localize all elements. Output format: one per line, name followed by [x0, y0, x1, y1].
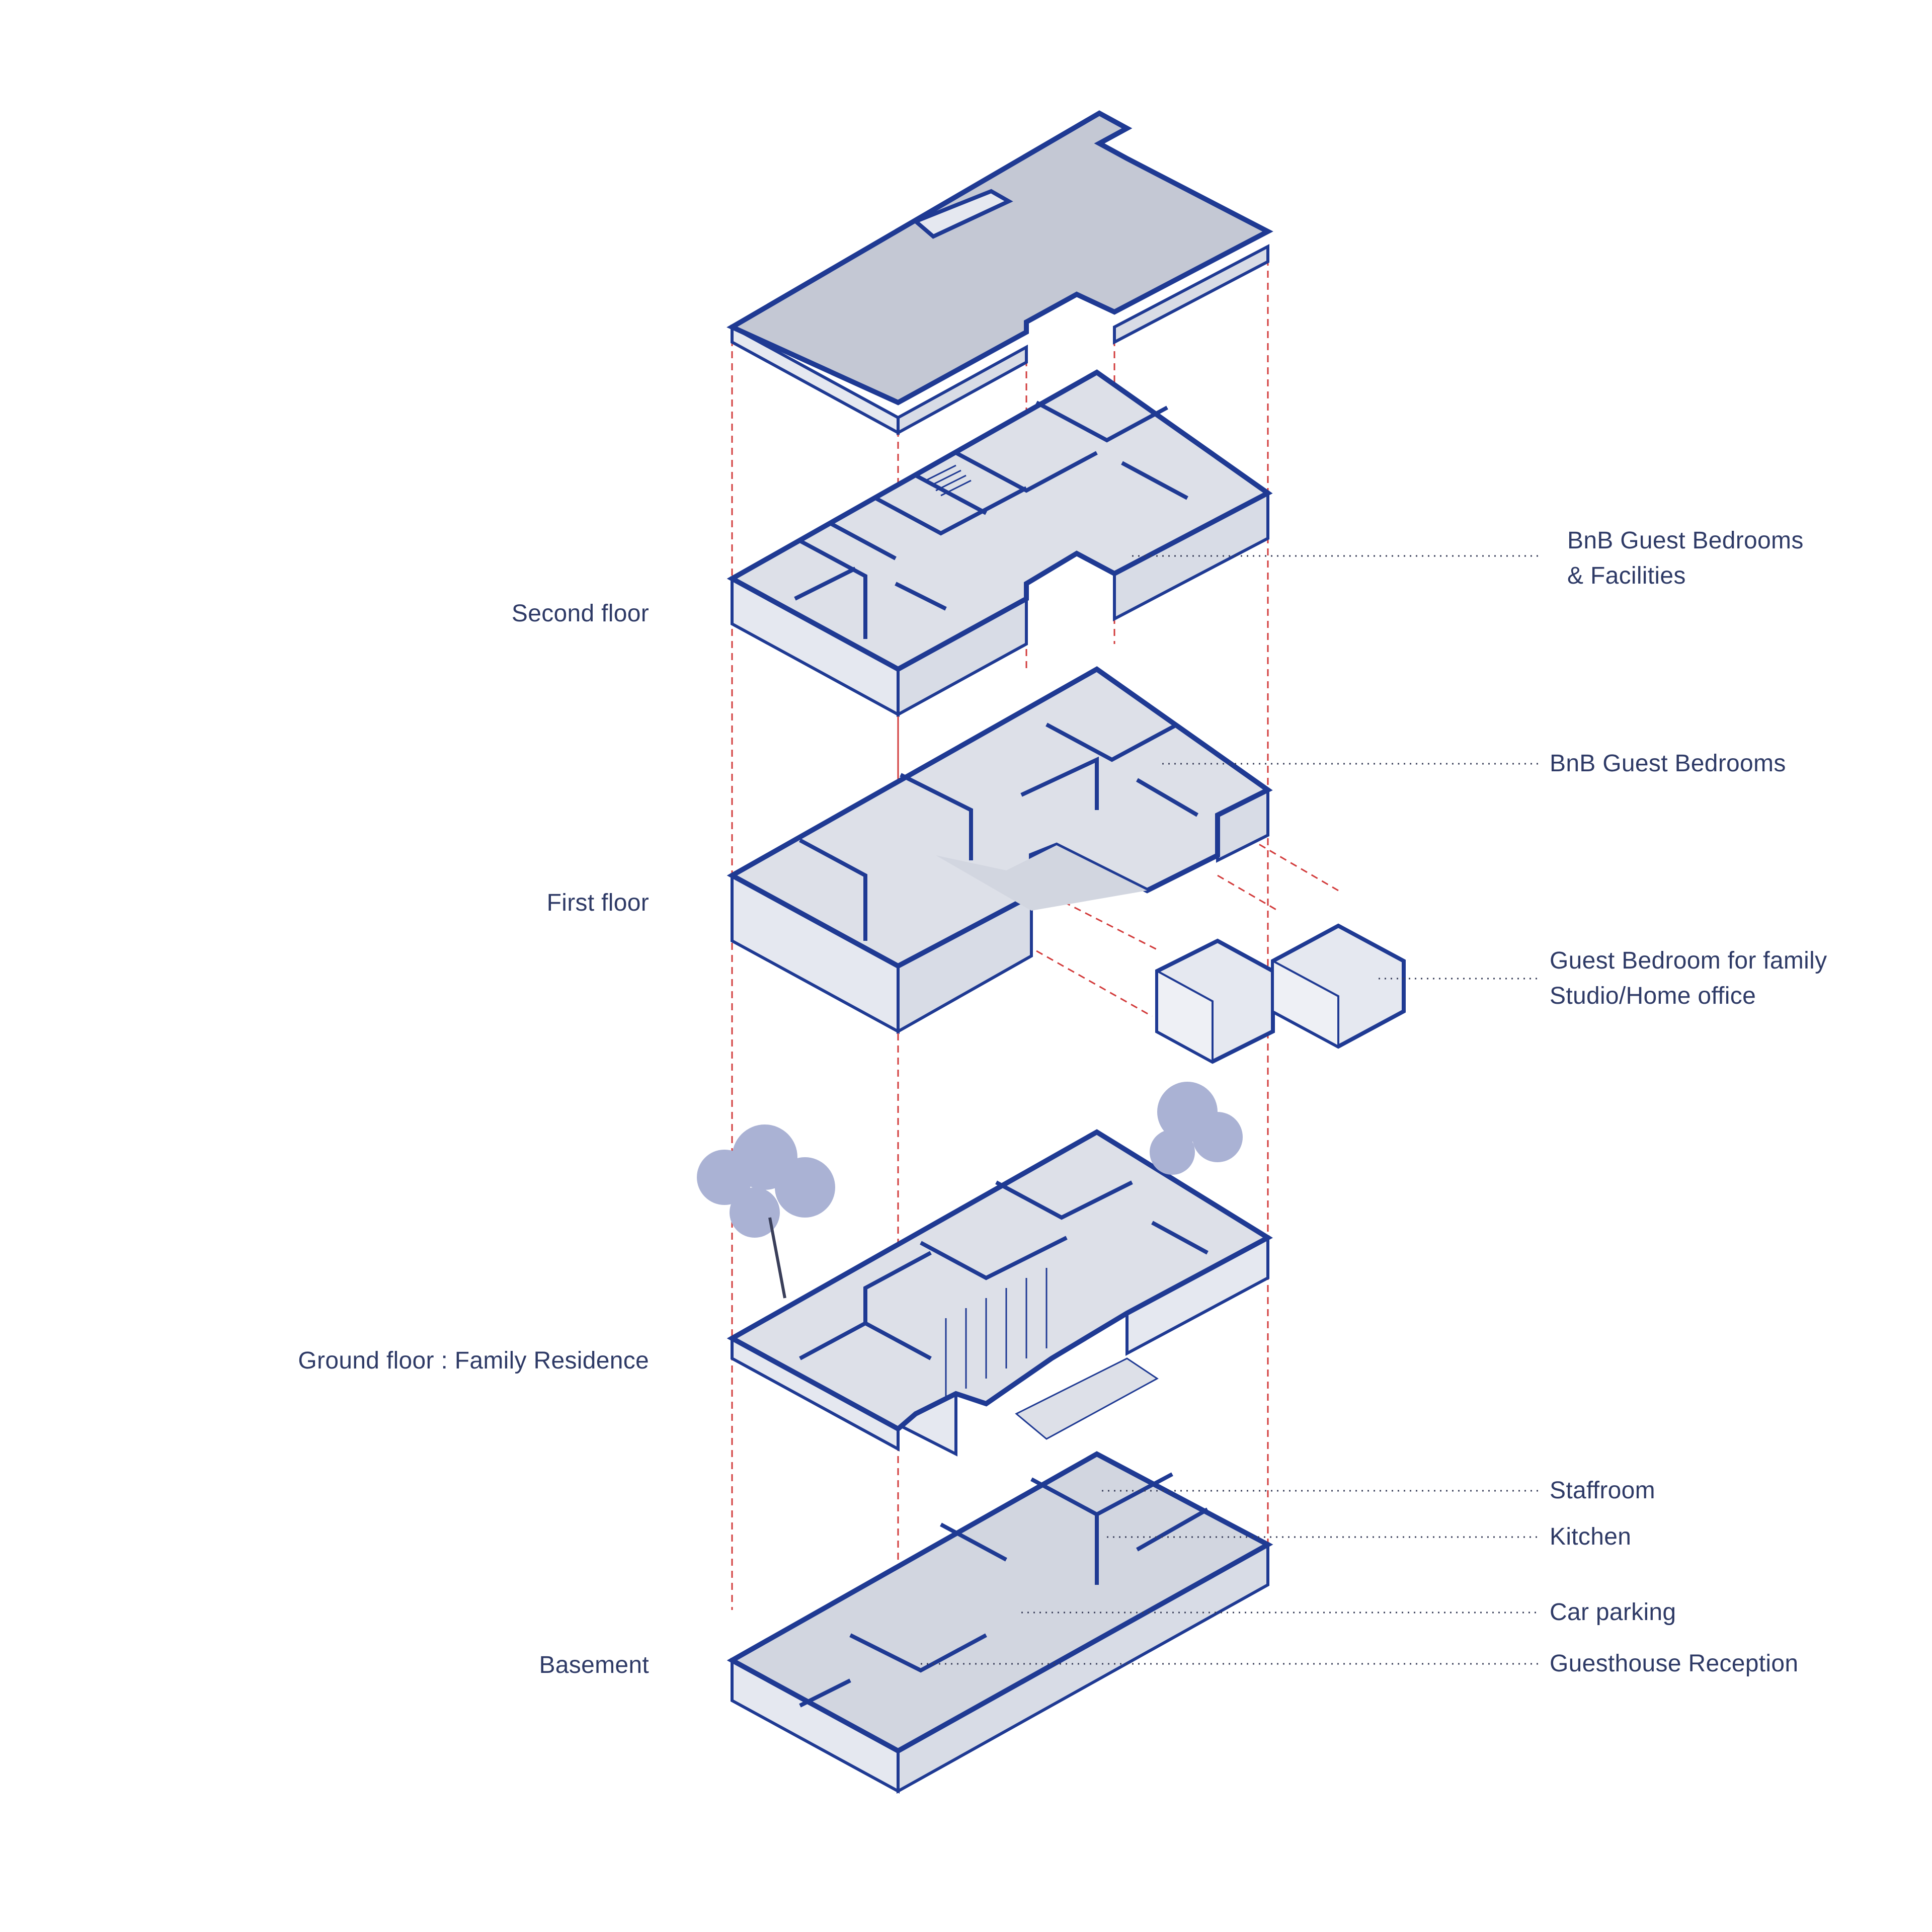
label-staffroom: Staffroom — [1550, 1477, 1655, 1504]
label-guest-bedroom-studio: Guest Bedroom for family Studio/Home off… — [1550, 943, 1827, 1014]
tree-right — [1150, 1082, 1243, 1175]
label-bnb-guest-bedrooms: BnB Guest Bedrooms — [1550, 750, 1786, 777]
label-second-floor: Second floor — [511, 600, 649, 627]
label-first-floor: First floor — [546, 890, 649, 916]
second-floor-plate — [727, 369, 1273, 717]
basement-plate — [727, 1451, 1273, 1794]
leader-lines — [921, 555, 1540, 1665]
label-car-parking: Car parking — [1550, 1599, 1676, 1626]
label-ground-floor: Ground floor : Family Residence — [298, 1347, 649, 1374]
label-basement: Basement — [539, 1652, 649, 1678]
label-guesthouse-reception: Guesthouse Reception — [1550, 1650, 1799, 1677]
ground-floor-plate — [727, 1129, 1273, 1457]
label-line: & Facilities — [1567, 562, 1686, 589]
first-floor-plate — [727, 666, 1273, 1034]
label-line: BnB Guest Bedrooms — [1567, 527, 1804, 554]
roof-plate — [727, 110, 1273, 436]
label-kitchen: Kitchen — [1550, 1523, 1632, 1550]
label-line: Studio/Home office — [1550, 983, 1756, 1009]
annex-block — [1155, 923, 1406, 1064]
label-bnb-guest-bedrooms-facilities: BnB Guest Bedrooms & Facilities — [1567, 523, 1804, 594]
tree-left — [697, 1124, 835, 1299]
label-line: Guest Bedroom for family — [1550, 947, 1827, 974]
